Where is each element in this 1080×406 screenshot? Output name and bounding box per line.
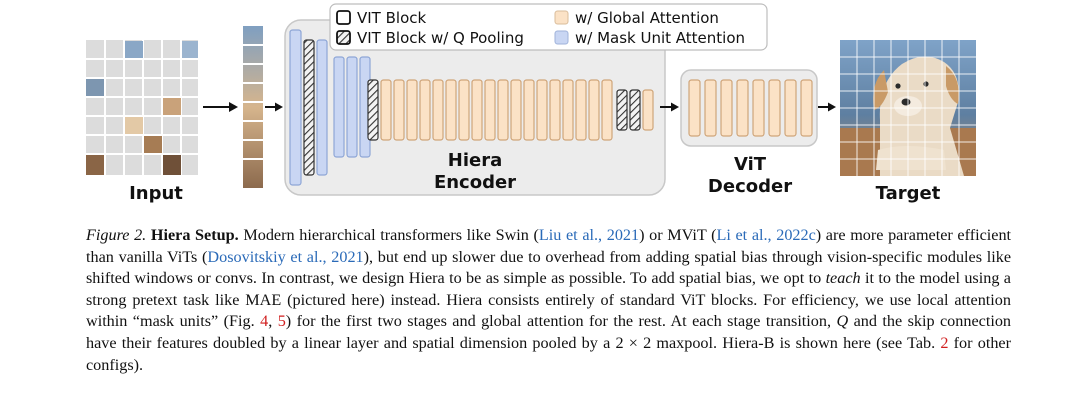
decoder-vit-block — [688, 79, 701, 137]
caption-text: and the skip connection have their featu… — [86, 312, 1012, 352]
figure-caption: Figure 2. Hiera Setup. Modern hierarchic… — [86, 225, 1011, 376]
mask-unit-vit-block — [333, 56, 345, 158]
encoder-label-line1: Hiera — [448, 150, 502, 171]
mask-unit-vit-block — [346, 56, 358, 158]
mask-unit-vit-block — [316, 39, 328, 176]
decoder-vit-block — [720, 79, 733, 137]
input-image — [86, 40, 198, 175]
decoder-label-line1: ViT — [734, 154, 767, 175]
legend-vit-block: VIT Block — [357, 9, 426, 27]
global-attention-vit-block — [419, 79, 431, 141]
global-attention-vit-block — [601, 79, 613, 141]
caption-text: ) are more parameter efficient than vani… — [86, 226, 1012, 266]
global-attention-vit-block — [406, 79, 418, 141]
decoder-vit-block — [768, 79, 781, 137]
global-attention-vit-block — [380, 79, 392, 141]
target-label: Target — [876, 183, 941, 204]
citation-link[interactable]: Liu et al., 2021 — [538, 226, 640, 244]
legend-vit-block-q-pooling: VIT Block w/ Q Pooling — [357, 29, 524, 47]
q-pooling-vit-block — [616, 89, 628, 131]
global-attention-vit-block — [393, 79, 405, 141]
global-attention-vit-block — [536, 79, 548, 141]
caption-text: ) or MViT ( — [639, 226, 717, 244]
legend-mask-unit-attention: w/ Mask Unit Attention — [575, 29, 745, 47]
decoder-blocks — [688, 79, 813, 137]
decoder-vit-block — [704, 79, 717, 137]
encoder-label-line2: Encoder — [434, 172, 516, 193]
global-attention-swatch-icon — [554, 10, 569, 25]
global-attention-vit-block — [445, 79, 457, 141]
caption-text: ) for the first two stages and global at… — [285, 312, 837, 331]
global-attention-vit-block — [549, 79, 561, 141]
figure-ref-link[interactable]: 4 — [260, 312, 269, 331]
citation-link[interactable]: Dosovitskiy et al., 2021 — [207, 247, 364, 266]
token-strip — [243, 26, 263, 188]
global-attention-vit-block — [484, 79, 496, 141]
table-ref-link[interactable]: 2 — [940, 333, 949, 352]
global-attention-vit-block — [523, 79, 535, 141]
caption-text: Modern hierarchical transformers like Sw… — [243, 226, 539, 244]
target-image — [840, 40, 976, 176]
caption-emphasis: teach — [825, 269, 861, 288]
figure-ref-link[interactable]: 5 — [277, 312, 286, 331]
global-attention-vit-block — [471, 79, 483, 141]
global-attention-vit-block — [575, 79, 587, 141]
decoder-vit-block — [800, 79, 813, 137]
q-pooling-vit-block — [303, 39, 315, 176]
citation-link[interactable]: Li et al., 2022c — [716, 226, 816, 244]
caption-title: Hiera Setup. — [150, 226, 239, 244]
global-attention-vit-block — [562, 79, 574, 141]
global-attention-vit-block — [588, 79, 600, 141]
legend-global-attention: w/ Global Attention — [575, 9, 719, 27]
global-attention-vit-block — [642, 89, 654, 131]
input-label: Input — [129, 183, 183, 204]
decoder-label-line2: Decoder — [708, 176, 792, 197]
global-attention-vit-block — [497, 79, 509, 141]
caption-figure-number: Figure 2. — [86, 226, 147, 244]
vit-block-swatch-icon — [336, 10, 351, 25]
decoder-vit-block — [736, 79, 749, 137]
arrow-icon — [818, 102, 836, 112]
global-attention-vit-block — [458, 79, 470, 141]
decoder-vit-block — [784, 79, 797, 137]
arrow-icon — [203, 102, 238, 112]
q-pooling-vit-block — [629, 89, 641, 131]
figure-diagram: Input Hiera Encoder VIT Block VIT Block … — [86, 3, 976, 204]
caption-text: , — [268, 312, 278, 331]
q-pooling-vit-block — [367, 79, 379, 141]
caption-text: it to the model using a strong pretext t… — [86, 269, 1011, 331]
global-attention-vit-block — [432, 79, 444, 141]
mask-unit-swatch-icon — [554, 30, 569, 45]
hatched-block-swatch-icon — [336, 30, 351, 45]
decoder-vit-block — [752, 79, 765, 137]
encoder-blocks — [289, 29, 654, 186]
legend: VIT Block VIT Block w/ Q Pooling w/ Glob… — [329, 3, 768, 51]
caption-math-q: Q — [836, 312, 849, 331]
caption-text: for other configs). — [86, 333, 1012, 374]
mask-unit-vit-block — [289, 29, 302, 186]
arrow-icon — [265, 102, 283, 112]
caption-text: ), but end up slower due to overhead fro… — [86, 247, 1012, 288]
arrow-icon — [660, 102, 679, 112]
global-attention-vit-block — [510, 79, 522, 141]
